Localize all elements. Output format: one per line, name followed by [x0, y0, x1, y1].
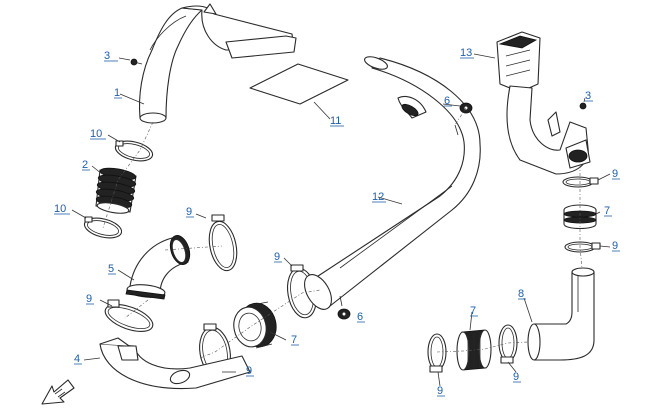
part-7-coupler-a — [233, 301, 277, 349]
part-9-clamp-b — [104, 299, 154, 332]
part-7-coupler-b — [563, 204, 597, 230]
part-13-snorkel — [496, 31, 591, 175]
part-11-gasket — [249, 63, 349, 105]
part-9-clamp-e — [562, 176, 599, 188]
part-3-screw-right — [579, 102, 587, 110]
part-1-intake-duct — [139, 3, 297, 124]
callout-6-lower: 6 — [357, 311, 363, 323]
part-3-screw-upper — [130, 58, 143, 66]
assembly-line-right — [436, 165, 583, 353]
callout-9-h: 9 — [513, 371, 519, 383]
part-10-clamp-upper — [114, 140, 154, 162]
part-5-elbow — [125, 235, 191, 300]
leader-lines — [71, 53, 611, 387]
part-2-bellows — [95, 167, 137, 214]
callout-5: 5 — [108, 263, 114, 275]
part-10-clamp-lower — [83, 216, 123, 239]
callout-11: 11 — [330, 115, 341, 127]
part-6-nut-lower — [337, 308, 351, 320]
callout-7-b: 7 — [604, 205, 610, 217]
callout-10-lower: 10 — [54, 203, 66, 215]
callout-6-upper: 6 — [444, 95, 450, 107]
callout-4: 4 — [74, 353, 80, 365]
callout-10-upper: 10 — [90, 128, 102, 140]
callout-9-c: 9 — [246, 365, 252, 377]
callout-9-f: 9 — [612, 240, 618, 252]
part-4-lower-duct — [99, 337, 251, 390]
callout-7-c: 7 — [470, 305, 476, 317]
callout-3-upper: 3 — [104, 50, 110, 62]
stud-bolts — [339, 124, 459, 307]
callout-labels: 3 1 10 2 10 9 5 9 4 9 7 9 6 12 11 6 3 13 — [54, 47, 620, 397]
part-12-long-pipe — [303, 56, 481, 310]
callout-13: 13 — [460, 47, 472, 59]
callout-9-g: 9 — [437, 385, 443, 397]
callout-9-e: 9 — [612, 168, 618, 180]
part-9-clamp-a — [208, 214, 238, 272]
part-8-elbow-pipe — [527, 267, 595, 361]
assembly-line-left — [102, 107, 467, 359]
callout-9-d: 9 — [274, 251, 280, 263]
direction-arrow-icon — [41, 379, 75, 405]
callout-2: 2 — [82, 159, 88, 171]
callout-8: 8 — [518, 288, 524, 300]
callout-1: 1 — [114, 87, 120, 99]
part-9-clamp-h — [498, 324, 518, 364]
callout-9-b: 9 — [86, 293, 92, 305]
callout-9-a: 9 — [186, 206, 192, 218]
callout-3-right: 3 — [585, 90, 591, 102]
callout-12: 12 — [372, 191, 384, 203]
part-9-clamp-g — [427, 333, 447, 373]
callout-7-a: 7 — [291, 334, 297, 346]
part-9-clamp-f — [564, 241, 601, 253]
